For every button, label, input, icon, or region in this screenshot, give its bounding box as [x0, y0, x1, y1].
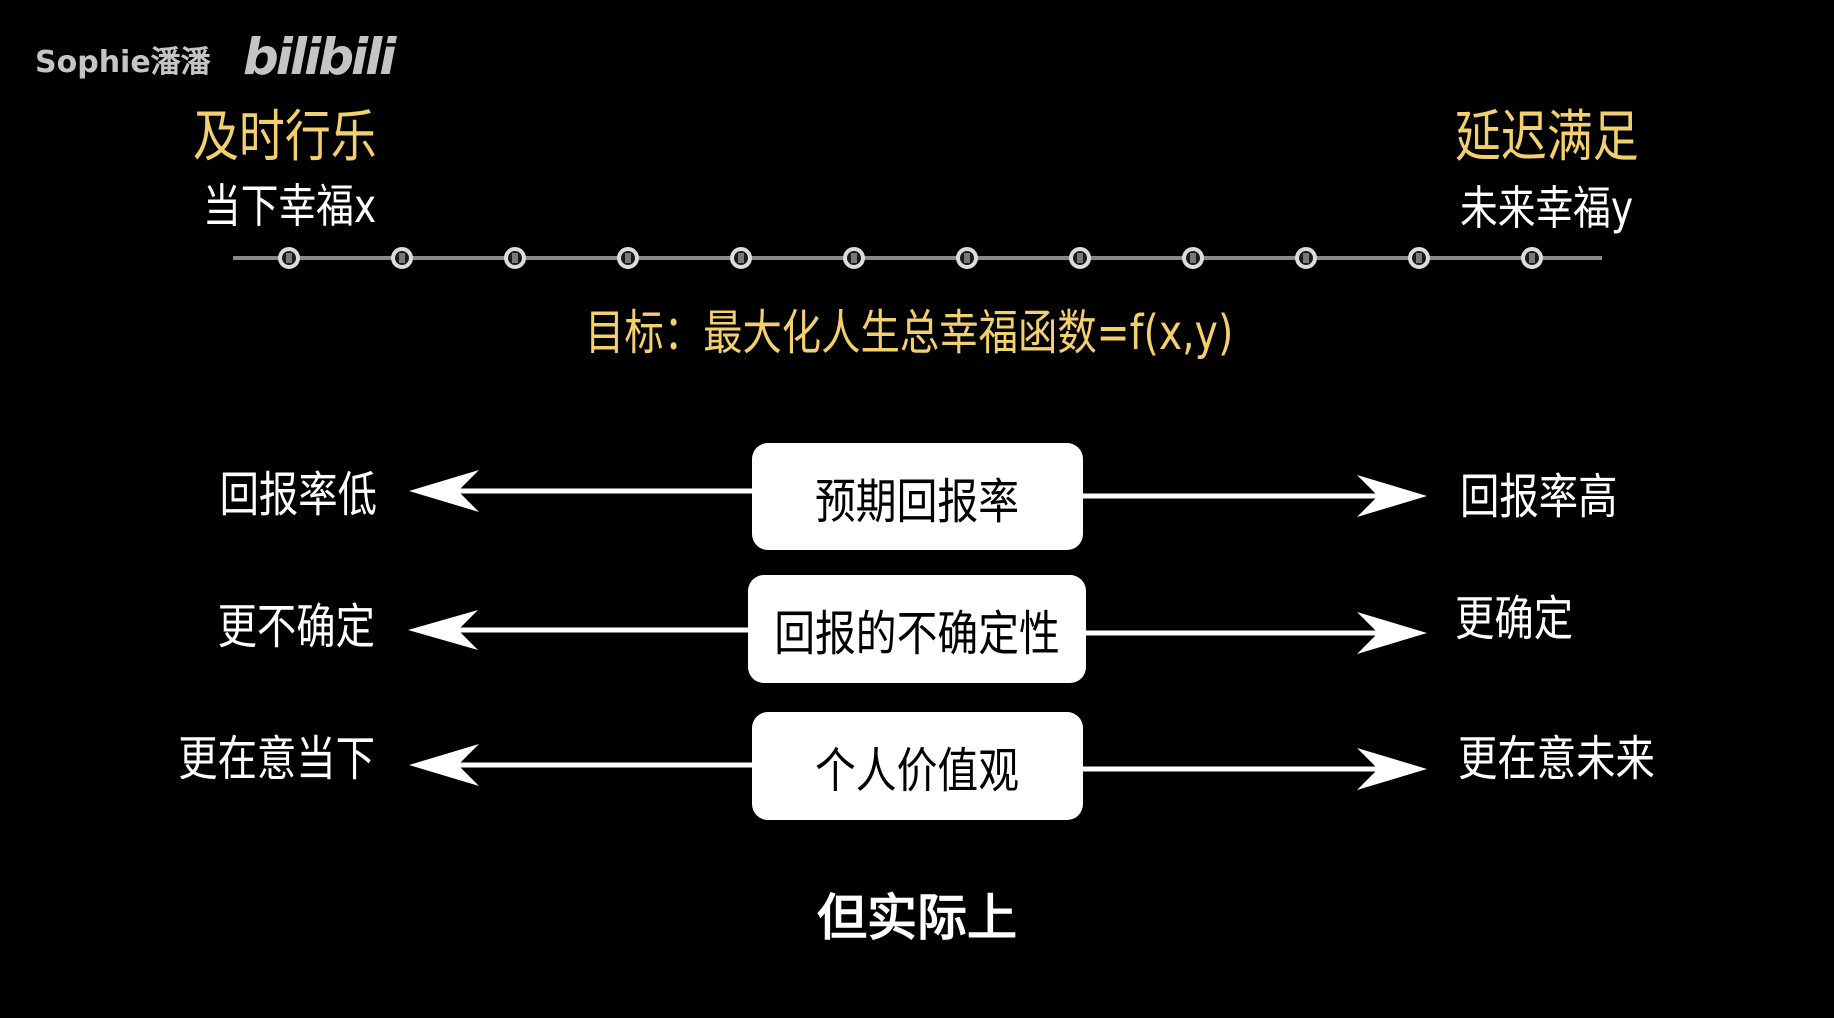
right-title-text: 延迟满足 — [1455, 105, 1639, 170]
timeline-dot — [617, 247, 639, 269]
factor-box-expected-return: 预期回报率 — [752, 443, 1083, 550]
factor-box-label: 个人价值观 — [815, 743, 1020, 799]
factor-box-values: 个人价值观 — [752, 712, 1083, 820]
left-label-row-2: 更不确定 — [183, 601, 375, 653]
left-label-text: 回报率低 — [219, 467, 377, 523]
timeline-dot — [391, 247, 413, 269]
factor-box-label: 预期回报率 — [815, 473, 1020, 530]
left-title: 及时行乐 — [193, 108, 417, 168]
right-label-row-1: 回报率高 — [1460, 471, 1652, 523]
left-label-text: 更不确定 — [217, 599, 375, 655]
factor-box-label: 回报的不确定性 — [774, 606, 1060, 662]
footer-caption: 但实际上 — [817, 889, 1017, 947]
timeline-dot — [1069, 247, 1091, 269]
left-label-row-3: 更在意当下 — [135, 733, 375, 785]
arrow-right-row-2 — [1086, 612, 1427, 654]
left-title-text: 及时行乐 — [193, 105, 377, 170]
right-label-text: 更确定 — [1455, 591, 1574, 647]
timeline-dot — [1408, 247, 1430, 269]
arrow-right-row-3 — [1082, 748, 1427, 790]
arrow-left-row-2 — [408, 610, 749, 650]
right-label-text: 更在意未来 — [1458, 731, 1655, 787]
left-label-row-1: 回报率低 — [185, 469, 377, 521]
bilibili-logo: bilibili — [243, 28, 396, 86]
right-subtitle: 未来幸福y — [1460, 183, 1671, 233]
timeline-dot — [730, 247, 752, 269]
factor-box-uncertainty: 回报的不确定性 — [748, 575, 1086, 683]
timeline-dot — [1295, 247, 1317, 269]
left-label-text: 更在意当下 — [178, 731, 375, 787]
goal-text: 目标：最大化人生总幸福函数=f(x,y) — [585, 305, 1376, 361]
goal-text-content: 目标：最大化人生总幸福函数=f(x,y) — [585, 305, 1234, 361]
right-label-row-2: 更确定 — [1455, 593, 1599, 645]
timeline-dot — [843, 247, 865, 269]
right-label-text: 回报率高 — [1460, 469, 1618, 525]
right-title: 延迟满足 — [1455, 108, 1679, 168]
timeline-dot — [956, 247, 978, 269]
arrow-right-row-1 — [1082, 475, 1427, 517]
timeline-dots — [278, 247, 1543, 269]
arrow-left-row-3 — [409, 744, 752, 786]
author-watermark: Sophie潘潘 — [35, 45, 211, 80]
arrow-left-row-1 — [409, 470, 752, 512]
timeline-dot — [278, 247, 300, 269]
right-label-row-3: 更在意未来 — [1458, 733, 1698, 785]
left-subtitle: 当下幸福x — [203, 181, 414, 231]
timeline-dot — [1521, 247, 1543, 269]
timeline-dot — [1182, 247, 1204, 269]
timeline-dot — [504, 247, 526, 269]
left-subtitle-text: 当下幸福x — [203, 179, 377, 233]
right-subtitle-text: 未来幸福y — [1460, 181, 1634, 235]
